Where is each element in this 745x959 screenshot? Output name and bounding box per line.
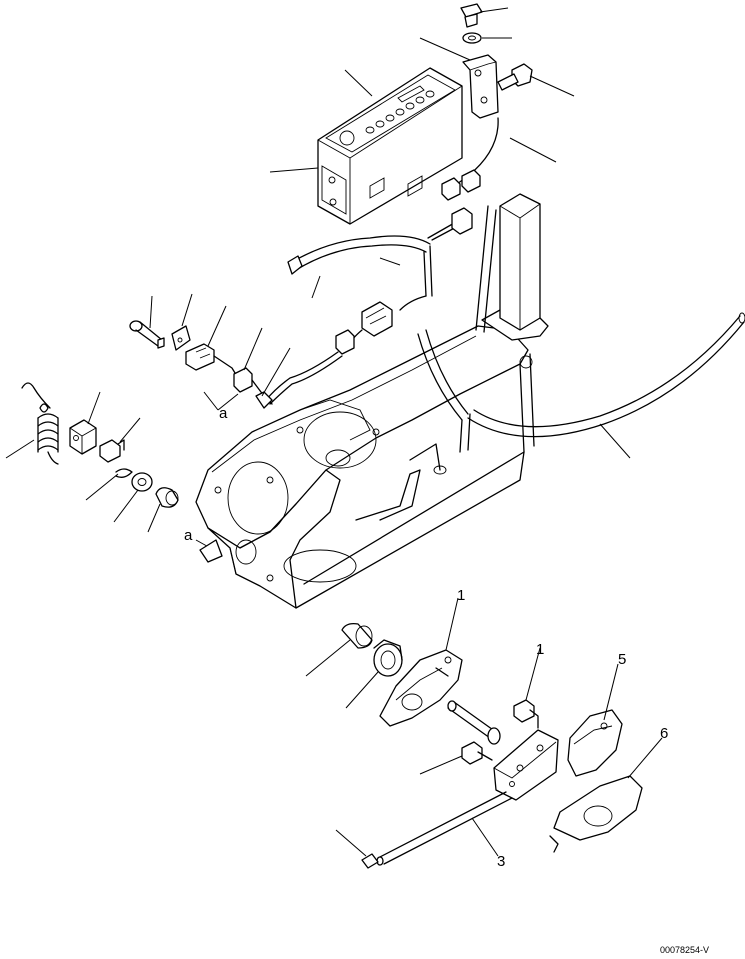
leader-switch: [207, 305, 227, 347]
leader-washer-left: [113, 489, 139, 523]
leader-cable: [509, 137, 557, 163]
leader-spring-bolt: [119, 417, 141, 443]
spring: [21, 382, 59, 465]
leader-monitor-bracket: [269, 167, 319, 173]
callout-a-lower: a: [184, 527, 193, 544]
connector-small: [441, 169, 481, 201]
leader-cable-long: [599, 423, 631, 459]
snap-ring: [115, 468, 133, 478]
leader-clamp: [261, 347, 291, 397]
leader-screw: [335, 829, 367, 857]
leader-bushing-left: [147, 503, 161, 533]
cover-5: [567, 709, 623, 777]
mounting-bracket: [462, 54, 499, 119]
callout-6: 6: [660, 725, 668, 742]
control-cable: [417, 312, 745, 438]
stopper-plate: [199, 539, 223, 563]
long-rod: [376, 791, 513, 866]
leader-stopper: [87, 391, 101, 425]
shaft: [447, 700, 501, 745]
leader-side-bolt: [529, 75, 575, 97]
spring-bolt: [99, 439, 125, 463]
leader-bolt-lower: [419, 755, 463, 775]
callout-3: 3: [497, 853, 505, 870]
leader-5: [603, 663, 619, 721]
cover-6: [549, 775, 643, 853]
washer-left: [131, 472, 153, 492]
clip: [171, 325, 191, 351]
small-screw: [361, 853, 379, 869]
leader-harness-end: [311, 275, 321, 299]
leader-spring: [5, 439, 35, 459]
small-bolt: [129, 320, 165, 349]
bolt-right: [513, 699, 539, 729]
lever-plate: [493, 729, 559, 801]
clamp: [255, 391, 273, 409]
bushing-lower: [341, 622, 373, 649]
drawing-code: 00078254-V: [660, 945, 709, 955]
bushing-left: [155, 487, 179, 508]
leader-bushing-lower: [305, 639, 351, 677]
leader-a-2: [217, 393, 239, 411]
top-bolt: [460, 3, 483, 28]
callout-a-upper: a: [219, 405, 228, 422]
leader-small-bolt: [149, 295, 153, 329]
leader-1-top: [445, 597, 459, 651]
leader-bracket: [419, 37, 471, 61]
wiring-harness: [265, 207, 473, 405]
top-washer: [462, 32, 482, 44]
stopper-block: [69, 419, 97, 455]
leader-harness: [379, 257, 401, 266]
leader-6: [627, 737, 663, 779]
leader-sensor: [243, 327, 263, 371]
leader-3: [471, 817, 499, 857]
flange-collar: [373, 639, 403, 677]
side-bolt: [497, 63, 533, 91]
lever-bracket-1: [379, 649, 463, 727]
console-frame: [195, 193, 549, 609]
monitor-panel: [317, 67, 463, 225]
callout-5: 5: [618, 651, 626, 668]
leader-1-right: [525, 647, 541, 701]
switch-assembly: [185, 343, 239, 379]
leader-top-bolt: [479, 7, 509, 13]
leader-monitor: [344, 69, 373, 97]
leader-a-1: [203, 391, 219, 411]
leader-clip: [181, 293, 193, 327]
bolt-lower: [461, 741, 493, 765]
callout-1-top: 1: [457, 587, 465, 604]
callout-1-right: 1: [536, 641, 544, 658]
leader-flange: [345, 671, 379, 709]
leader-snap-ring: [85, 473, 119, 501]
